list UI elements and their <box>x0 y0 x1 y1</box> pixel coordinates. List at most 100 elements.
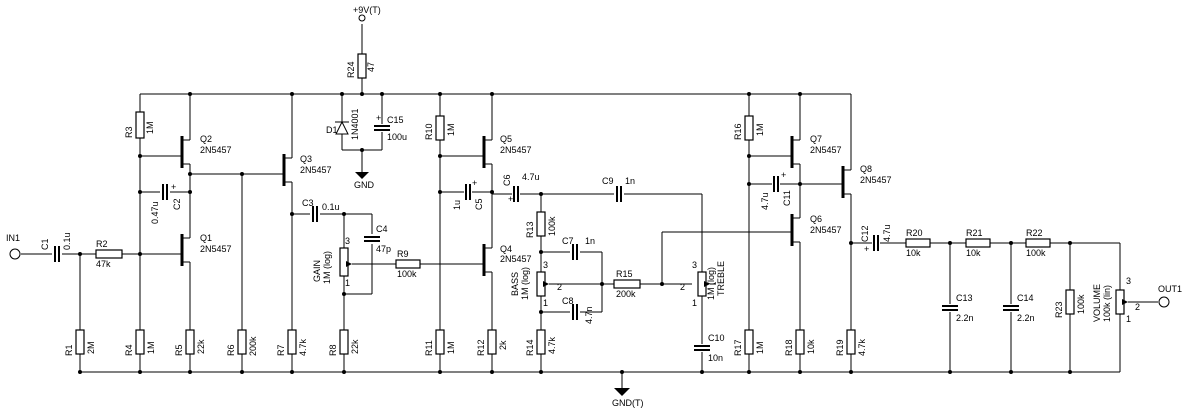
label-r17-value: 1M <box>755 341 765 354</box>
label-treble-pin2: 2 <box>680 282 685 292</box>
label-r23-value: 100k <box>1076 294 1086 314</box>
label-c10-ref: C10 <box>708 333 725 343</box>
label-r6-value: 200k <box>248 336 258 356</box>
label-d1-value: 1N4001 <box>350 108 360 140</box>
label-r16-ref: R16 <box>733 123 743 140</box>
label-c1-ref: C1 <box>40 238 50 250</box>
label-r13-ref: R13 <box>525 221 535 238</box>
label-volume-value: 100k (lin) <box>1102 285 1112 322</box>
label-q4-ref: Q4 <box>500 244 512 254</box>
label-volume-pin2: 2 <box>1135 302 1140 312</box>
label-r22-ref: R22 <box>1026 228 1043 238</box>
label-q8-ref: Q8 <box>860 164 872 174</box>
label-c4-value: 47p <box>376 244 391 254</box>
label-c13-ref: C13 <box>956 293 973 303</box>
label-c11-ref: C11 <box>782 190 792 206</box>
label-r1-ref: R1 <box>64 344 74 356</box>
label-c5-plus: + <box>472 178 477 188</box>
label-q3-ref: Q3 <box>300 154 312 164</box>
label-volume-pin3: 3 <box>1126 276 1131 286</box>
label-c8-ref: C8 <box>562 296 574 306</box>
label-c6-plus: + <box>508 194 513 204</box>
label-q3-value: 2N5457 <box>300 165 332 175</box>
capacitors <box>54 125 1019 351</box>
output-label: OUT1 <box>1158 284 1182 294</box>
label-r8-ref: R8 <box>328 344 338 356</box>
label-c11-plus: + <box>781 170 786 180</box>
label-r21-ref: R21 <box>966 228 983 238</box>
label-r17-ref: R17 <box>733 339 743 356</box>
junctions <box>78 92 1072 374</box>
label-r14-ref: R14 <box>525 339 535 356</box>
label-q7-ref: Q7 <box>810 134 822 144</box>
label-q6-value: 2N5457 <box>810 225 842 235</box>
label-gain-ref: GAIN <box>312 260 322 282</box>
label-r9-value: 100k <box>397 269 417 279</box>
local-gnd-label: GND <box>354 180 375 190</box>
local-gnd-symbol: GND <box>354 172 375 190</box>
label-c7-value: 1n <box>585 236 595 246</box>
vcc-terminal: +9V(T) <box>353 5 381 22</box>
label-r10-ref: R10 <box>424 123 434 140</box>
label-q5-ref: Q5 <box>500 134 512 144</box>
label-r3-ref: R3 <box>124 126 134 138</box>
label-c15-ref: C15 <box>387 115 404 125</box>
resistors <box>75 53 1128 355</box>
label-r18-ref: R18 <box>784 339 794 356</box>
label-c2-value: 0.47u <box>150 201 160 224</box>
label-gain-value: 1M (log) <box>322 251 332 284</box>
label-q1-ref: Q1 <box>200 233 212 243</box>
gnd-label: GND(T) <box>612 398 644 408</box>
input-terminal: IN1 <box>6 233 21 260</box>
label-r3-value: 1M <box>145 121 155 134</box>
vcc-label: +9V(T) <box>353 5 381 15</box>
label-r4-value: 1M <box>146 341 156 354</box>
gnd-terminal: GND(T) <box>612 388 644 408</box>
label-r7-value: 4.7k <box>298 338 308 356</box>
label-c3-ref: C3 <box>302 198 314 208</box>
label-c5-ref: C5 <box>474 198 484 210</box>
component-labels: R24 47 D1 1N4001 C15 100u + R3 1M Q2 2N5… <box>40 61 1140 363</box>
label-c14-ref: C14 <box>1017 293 1034 303</box>
label-c12-value: 4.7u <box>882 224 892 242</box>
label-q2-value: 2N5457 <box>200 145 232 155</box>
label-d1-ref: D1 <box>326 125 338 135</box>
label-c8-value: 4.7n <box>584 306 594 324</box>
label-bass-pin2: 2 <box>557 282 562 292</box>
label-r12-value: 2k <box>498 340 508 350</box>
label-c14-value: 2.2n <box>1017 313 1035 323</box>
label-r13-value: 100k <box>547 216 557 236</box>
label-q1-value: 2N5457 <box>200 244 232 254</box>
label-q7-value: 2N5457 <box>810 145 842 155</box>
label-volume-ref: VOLUME <box>1092 284 1102 322</box>
label-c6-ref: C6 <box>502 174 512 186</box>
diode-d1 <box>335 120 349 135</box>
r24-body <box>357 53 367 79</box>
label-r4-ref: R4 <box>124 344 134 356</box>
transistors <box>176 135 852 280</box>
label-r2-ref: R2 <box>96 239 108 249</box>
label-r14-value: 4.7k <box>547 336 557 354</box>
label-r19-ref: R19 <box>835 339 845 356</box>
label-r5-value: 22k <box>196 339 206 354</box>
label-r24-ref: R24 <box>346 61 356 78</box>
label-treble-ref: TREBLE <box>716 261 726 296</box>
label-r11-value: 1M <box>446 341 456 354</box>
label-c6-value: 4.7u <box>522 172 540 182</box>
label-treble-pin3: 3 <box>692 260 697 270</box>
label-r12-ref: R12 <box>476 339 486 356</box>
label-c3-value: 0.1u <box>322 202 340 212</box>
label-treble-value: 1M (log) <box>706 267 716 300</box>
label-c7-ref: C7 <box>562 236 574 246</box>
label-r20-ref: R20 <box>906 228 923 238</box>
label-r11-ref: R11 <box>424 340 434 356</box>
label-c15-plus: + <box>376 113 381 123</box>
label-r5-ref: R5 <box>174 344 184 356</box>
label-c4-ref: C4 <box>376 224 388 234</box>
label-c2-ref: C2 <box>172 198 182 210</box>
label-r8-value: 22k <box>350 339 360 354</box>
label-q8-value: 2N5457 <box>860 175 892 185</box>
label-r23-ref: R23 <box>1054 301 1064 318</box>
